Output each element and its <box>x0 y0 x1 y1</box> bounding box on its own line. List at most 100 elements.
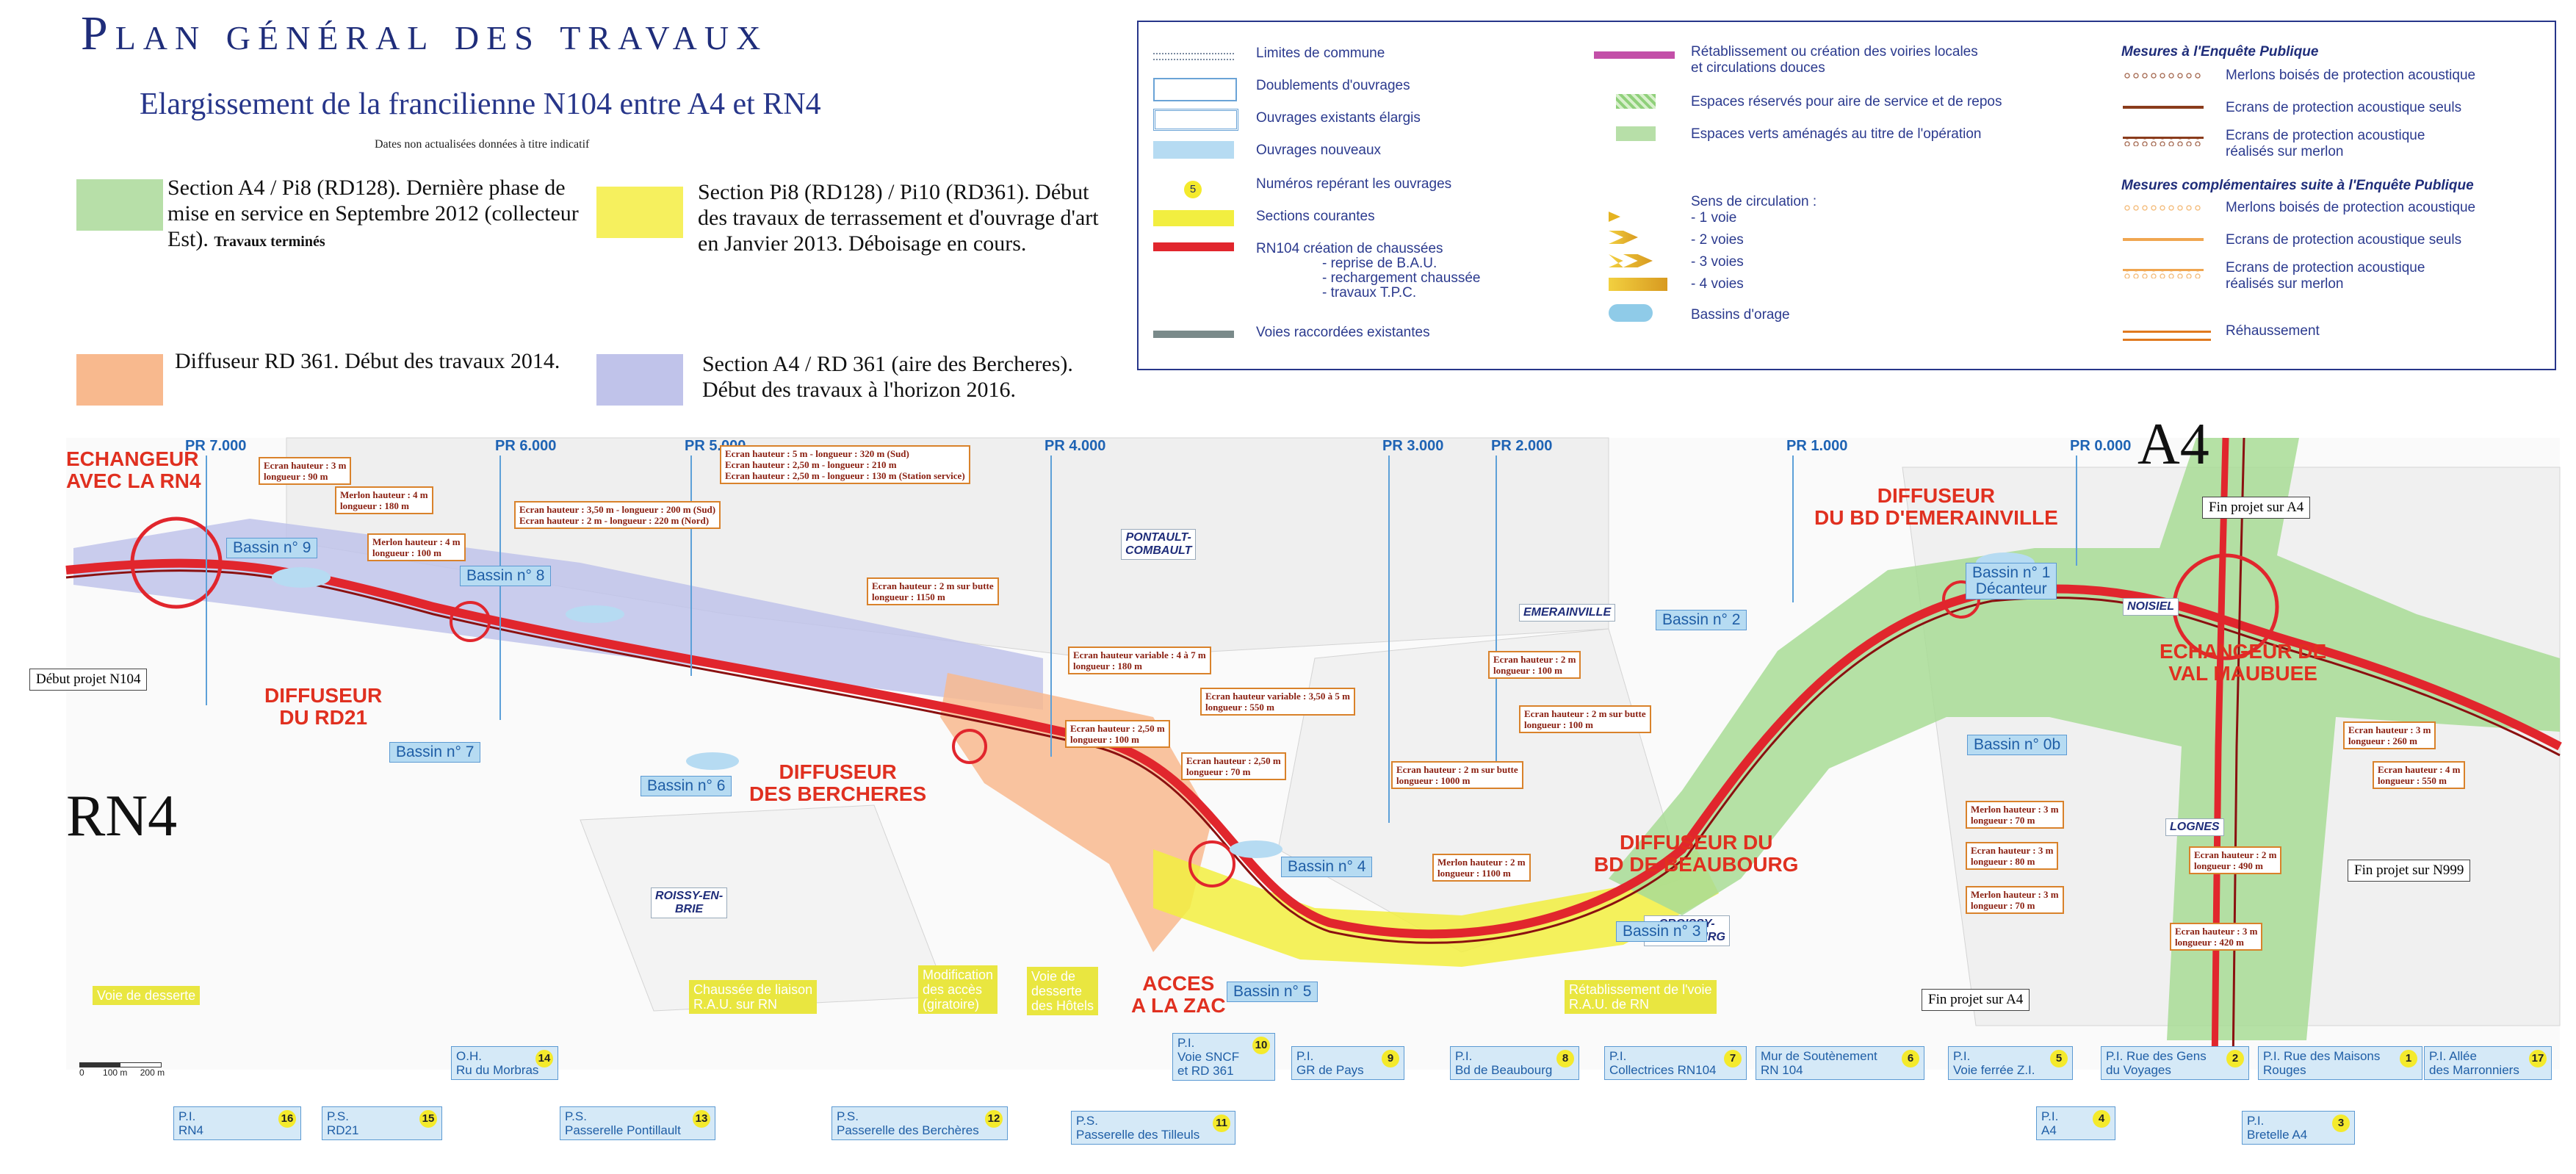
legend-flow-2: - 2 voies <box>1691 232 1744 248</box>
legend-col3-1: Ecrans de protection acoustique seuls <box>2226 100 2462 115</box>
legend-soft-circulation: et circulations douces <box>1691 60 1825 76</box>
pr-2000: PR 2.000 <box>1491 438 1553 454</box>
rn104-symbol <box>1153 242 1234 251</box>
n104-road <box>65 558 2562 939</box>
bassin-4: Bassin n° 4 <box>1281 857 1373 877</box>
end-a4-north: Fin projet sur A4 <box>2202 497 2311 519</box>
label-emerainville-diffuser: DIFFUSEUR DU BD D'EMERAINVILLE <box>1814 484 2058 529</box>
pr-line <box>1792 455 1794 602</box>
raising-symbol <box>2123 331 2211 341</box>
legend-bau: - reprise de B.A.U. <box>1322 256 1437 271</box>
yellow-note: Modification des accès (giratoire) <box>918 965 998 1014</box>
label-zac-access: ACCES A LA ZAC <box>1131 972 1226 1017</box>
widened-symbol <box>1153 109 1238 131</box>
label-rn4-interchange: ECHANGEUR AVEC LA RN4 <box>66 447 201 492</box>
page-subtitle: Elargissement de la francilienne N104 en… <box>140 87 821 121</box>
yellow-note: Voie de desserte des Hôtels <box>1027 967 1099 1015</box>
wooded-berm-symbol <box>2123 72 2204 79</box>
legend-recharge: - rechargement chaussée <box>1322 270 1481 286</box>
pr-4000: PR 4.000 <box>1045 438 1106 454</box>
local-roads-symbol <box>1594 51 1675 59</box>
scale-200: 200 m <box>140 1067 165 1078</box>
green-section <box>1609 438 2560 1040</box>
section-swatch-yellow <box>596 187 683 238</box>
legend-green-space: Espaces verts aménagés au titre de l'opé… <box>1691 126 1982 142</box>
connected-lanes-symbol <box>1153 331 1234 338</box>
legend-widened: Ouvrages existants élargis <box>1256 110 1421 126</box>
section-swatch-purple <box>596 354 683 406</box>
bassin-0b: Bassin n° 0b <box>1967 735 2068 755</box>
flow-2-symbol <box>1609 231 1638 244</box>
service-area-symbol <box>1616 94 1656 109</box>
end-n999: Fin projet sur N999 <box>2348 860 2471 882</box>
legend-doubling: Doublements d'ouvrages <box>1256 78 1410 93</box>
legend: 5 Limites de commune Doublements d'ouvra… <box>1137 21 2556 370</box>
yellow-note: Rétablissement de l'voie R.A.U. de RN <box>1565 980 1717 1014</box>
yellow-note: Voie de desserte <box>93 986 201 1005</box>
section-text-2: Section Pi8 (RD128) / Pi10 (RD361). Débu… <box>698 180 1099 256</box>
pr-line <box>499 455 501 720</box>
screen-label: Ecran hauteur : 3,50 m - longueur : 200 … <box>514 501 721 529</box>
doubling-symbol <box>1153 78 1237 101</box>
green-space-symbol <box>1616 126 1656 141</box>
legend-tpc: - travaux T.P.C. <box>1322 285 1417 300</box>
legend-public-inquiry-heading: Mesures à l'Enquête Publique <box>2121 44 2319 60</box>
bassin-5: Bassin n° 5 <box>1227 982 1318 1002</box>
dates-note: Dates non actualisées données à titre in… <box>375 138 590 151</box>
legend-current-sections: Sections courantes <box>1256 209 1375 224</box>
pr-line <box>206 455 207 705</box>
commune-limit-symbol <box>1153 53 1234 60</box>
section-swatch-green <box>76 179 163 231</box>
legend-col3-4: Merlons boisés de protection acoustique <box>2226 200 2476 215</box>
new-works-symbol <box>1153 141 1234 159</box>
legend-col3-7: réalisés sur merlon <box>2226 276 2344 292</box>
current-section-symbol <box>1153 210 1234 226</box>
city-lognes: LOGNES <box>2165 818 2224 836</box>
purple-section <box>73 519 1043 710</box>
bassin-2: Bassin n° 2 <box>1656 610 1747 630</box>
city-roissy: ROISSY-EN- BRIE <box>651 887 728 918</box>
rn4-label: RN4 <box>66 784 178 849</box>
pr-line <box>2076 455 2077 566</box>
legend-col3-6: Ecrans de protection acoustique <box>2226 260 2425 276</box>
bassin-3: Bassin n° 3 <box>1616 921 1708 942</box>
legend-col3-2: Ecrans de protection acoustique <box>2226 128 2425 143</box>
flow-1-symbol <box>1609 212 1620 222</box>
section-text-4: Section A4 / RD 361 (aire des Bercheres)… <box>702 352 1073 402</box>
legend-flow-title: Sens de circulation : <box>1691 194 1817 209</box>
scale-0: 0 <box>79 1067 84 1078</box>
legend-col3-3: réalisés sur merlon <box>2226 144 2344 159</box>
screen-symbol <box>2123 106 2204 109</box>
bassin-8: Bassin n° 8 <box>460 566 552 586</box>
screen-label: Ecran hauteur : 5 m - longueur : 320 m (… <box>720 445 970 484</box>
legend-service-area: Espaces réservés pour aire de service et… <box>1691 94 2002 109</box>
section-text-1: Section A4 / Pi8 (RD128). Dernière phase… <box>167 176 579 251</box>
yellow-section <box>1153 849 1719 967</box>
start-n104: Début projet N104 <box>29 669 148 691</box>
page-title: Plan général des travaux <box>81 7 768 60</box>
bassin-1: Bassin n° 1 Décanteur <box>1966 563 2057 599</box>
pr-line <box>1050 455 1052 757</box>
legend-complementary-heading: Mesures complémentaires suite à l'Enquêt… <box>2121 178 2474 193</box>
pr-line <box>1388 455 1390 823</box>
pr-line <box>1496 455 1497 764</box>
